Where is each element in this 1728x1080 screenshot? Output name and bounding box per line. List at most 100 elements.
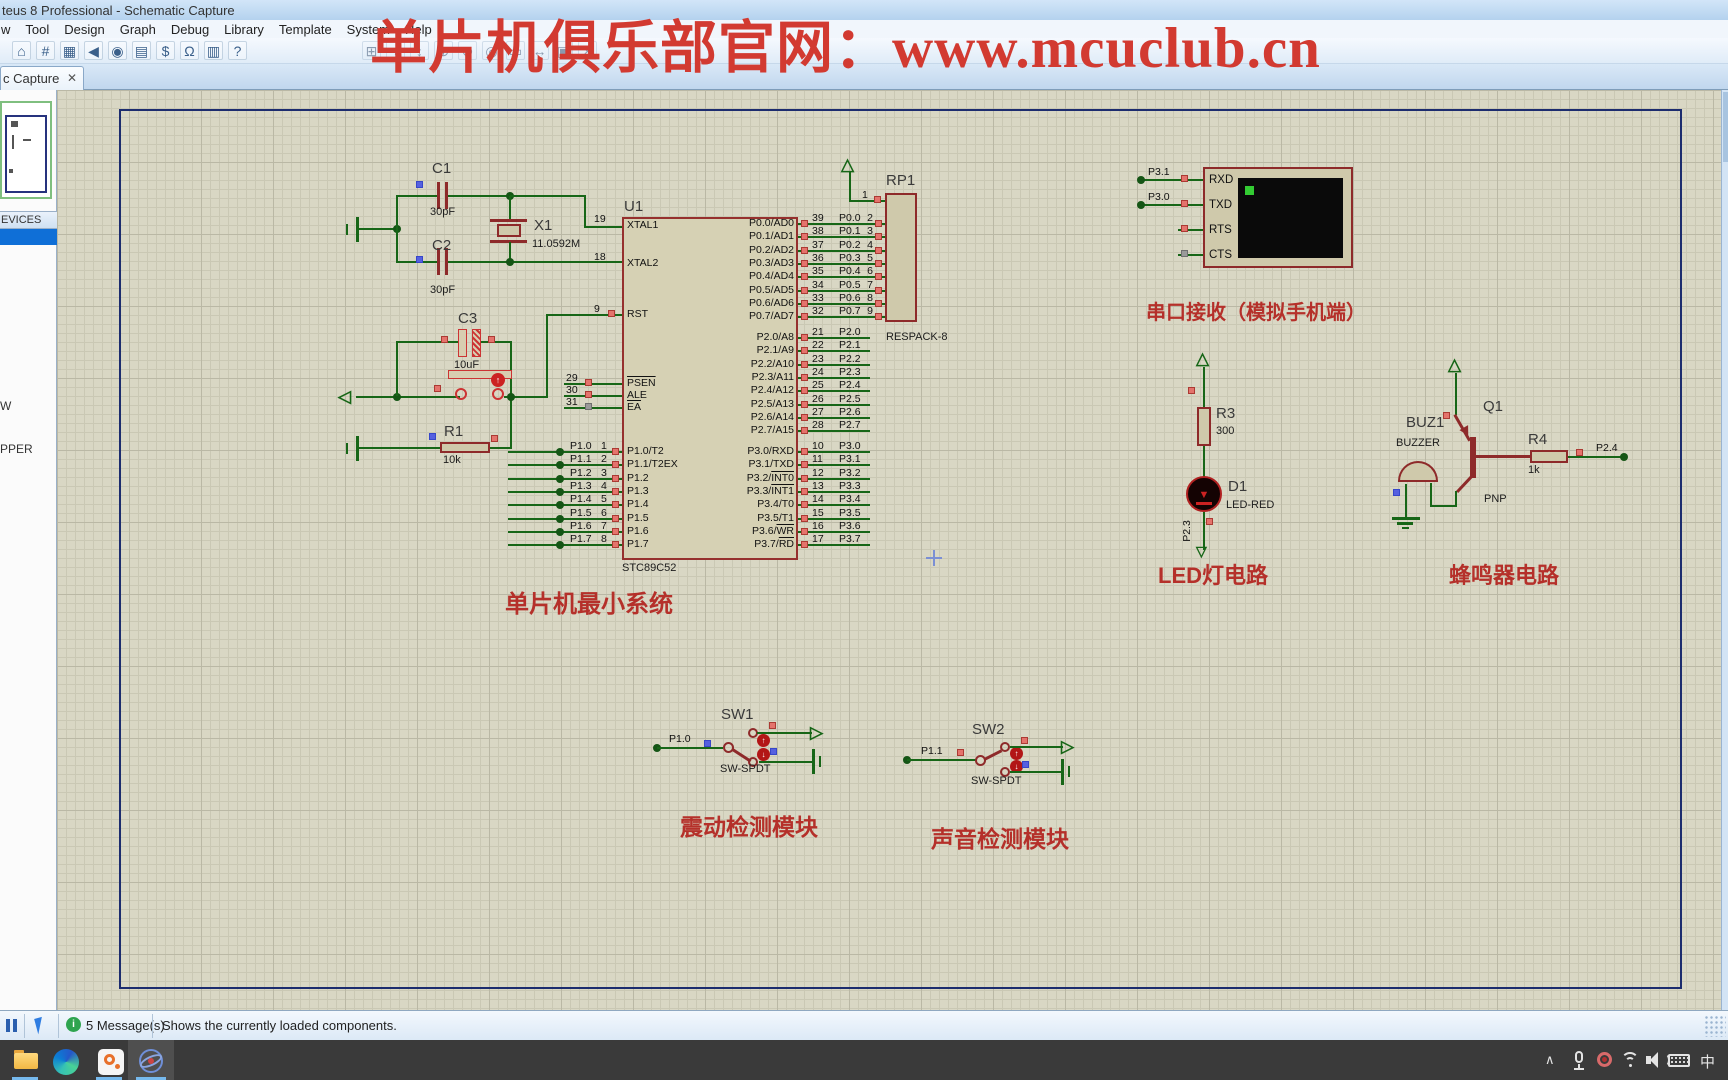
pin-row[interactable]: 24 P2.3	[798, 366, 878, 384]
pin-row[interactable]: 13 P3.3	[798, 480, 878, 498]
toolbar-icon[interactable]: +	[386, 41, 405, 60]
c1-ref[interactable]: C1	[432, 160, 452, 177]
c3-ref[interactable]: C3	[458, 310, 478, 327]
toolbar-icon[interactable]: $	[156, 41, 175, 60]
capacitor-c1[interactable]	[437, 182, 440, 209]
resistor-r1[interactable]	[440, 442, 490, 453]
message-count[interactable]: 5 Message(s)	[86, 1018, 165, 1033]
pin-row[interactable]: 11 P3.1	[798, 453, 878, 471]
pin-row[interactable]: P1.4 5	[508, 493, 622, 511]
q1-part[interactable]: PNP	[1484, 493, 1507, 505]
pin-row[interactable]: 28 P2.7	[798, 419, 878, 437]
toolbar-icon[interactable]: ?	[228, 41, 247, 60]
reset-button[interactable]	[455, 388, 467, 400]
toolbar-icon[interactable]: ◎	[482, 41, 501, 60]
menu-item[interactable]: Library	[224, 21, 264, 37]
pin-row[interactable]: 34 P0.5	[798, 279, 888, 297]
pin-row[interactable]: P1.1 2	[508, 453, 622, 471]
toolbar-icon[interactable]: ▥	[204, 41, 223, 60]
pin-row[interactable]: P1.2 3	[508, 467, 622, 485]
menu-item[interactable]: w	[1, 21, 11, 37]
resistor-r3[interactable]	[1197, 407, 1211, 446]
crystal-x1[interactable]	[490, 240, 527, 243]
toolbar-icon[interactable]: Ω	[180, 41, 199, 60]
resistor-r4[interactable]	[1530, 450, 1568, 463]
pin-row[interactable]: P1.5 6	[508, 507, 622, 525]
x1-value[interactable]: 11.0592M	[532, 238, 581, 250]
menu-item[interactable]: Graph	[119, 21, 156, 37]
switch-sw2[interactable]	[1000, 767, 1010, 777]
microphone-icon[interactable]	[1575, 1051, 1583, 1063]
reset-button[interactable]	[492, 388, 504, 400]
sw1-ref[interactable]: SW1	[721, 706, 754, 723]
pin-row[interactable]: P1.6 7	[508, 520, 622, 538]
vertical-scrollbar[interactable]	[1721, 90, 1728, 1010]
pin-row[interactable]: 32 P0.7	[798, 305, 888, 323]
tab-schematic-capture[interactable]: c Capture ✕	[0, 66, 84, 90]
menu-item[interactable]: Help	[405, 21, 432, 37]
toolbar-icon[interactable]: ▭	[506, 41, 525, 60]
switch-toggle-up[interactable]: ↑	[1010, 747, 1023, 760]
toolbar-icon[interactable]: ×	[578, 41, 597, 60]
capacitor-c3[interactable]	[472, 329, 481, 357]
switch-sw2[interactable]	[975, 755, 986, 766]
switch-toggle-down[interactable]: ↓	[1010, 760, 1023, 773]
pin-row[interactable]: 37 P0.2	[798, 239, 888, 257]
menu-item[interactable]: Tool	[25, 21, 50, 37]
menu-item[interactable]: Design	[64, 21, 105, 37]
c1-value[interactable]: 30pF	[430, 206, 456, 218]
toolbar-icon[interactable]: ⊕	[434, 41, 453, 60]
sw2-ref[interactable]: SW2	[972, 721, 1005, 738]
sw1-part[interactable]: SW-SPDT	[720, 763, 771, 775]
switch-sw1[interactable]	[723, 742, 734, 753]
pin-row[interactable]: P1.0 1	[508, 440, 622, 458]
r4-ref[interactable]: R4	[1528, 431, 1548, 448]
menu-item[interactable]: Debug	[170, 21, 210, 37]
crystal-x1[interactable]	[490, 219, 527, 222]
switch-sw1[interactable]	[748, 757, 758, 767]
toolbar-icon[interactable]: ▤	[132, 41, 151, 60]
schematic-overview-panel[interactable]	[0, 101, 52, 199]
transistor-q1[interactable]	[1470, 437, 1476, 478]
capacitor-c1[interactable]	[445, 182, 448, 209]
keyboard-icon[interactable]	[1668, 1054, 1690, 1067]
pin-row[interactable]: 36 P0.3	[798, 252, 888, 270]
capacitor-c3[interactable]	[458, 329, 467, 357]
device-list-item[interactable]: PPER	[0, 442, 33, 456]
ime-indicator[interactable]: 中	[1700, 1054, 1716, 1071]
title-bar[interactable]: teus 8 Professional - Schematic Capture	[0, 0, 1728, 20]
toolbar-icon[interactable]: ◀	[84, 41, 103, 60]
u1-part[interactable]: STC89C52	[622, 562, 677, 574]
toolbar-icon[interactable]: ⊞	[362, 41, 381, 60]
recorder-icon[interactable]	[1597, 1052, 1612, 1067]
r3-value[interactable]: 300	[1216, 425, 1235, 437]
pin-row[interactable]: 33 P0.6	[798, 292, 888, 310]
device-list-selected-row[interactable]	[0, 229, 57, 245]
pin-row[interactable]: 35 P0.4	[798, 265, 888, 283]
mcu-u1[interactable]	[622, 217, 798, 560]
crystal-x1[interactable]	[497, 224, 521, 237]
r1-ref[interactable]: R1	[444, 423, 464, 440]
d1-part[interactable]: LED-RED	[1226, 499, 1275, 511]
edge-browser-icon[interactable]	[53, 1049, 79, 1075]
capacitor-c2[interactable]	[437, 248, 440, 275]
r1-value[interactable]: 10k	[443, 454, 461, 466]
switch-toggle-up[interactable]: ↑	[757, 734, 770, 747]
tray-expand-icon[interactable]: ∧	[1545, 1052, 1555, 1067]
schematic-canvas[interactable]: C1 30pF X1 11.0592M C2 30pF 19 18 9	[57, 90, 1721, 1010]
c2-value[interactable]: 30pF	[430, 284, 456, 296]
sw2-part[interactable]: SW-SPDT	[971, 775, 1022, 787]
toolbar-icon[interactable]: ⌂	[12, 41, 31, 60]
pin-row[interactable]: 14 P3.4	[798, 493, 878, 511]
pin-row[interactable]: P1.7 8	[508, 533, 622, 551]
pin-row[interactable]: P1.3 4	[508, 480, 622, 498]
respack-rp1[interactable]	[885, 193, 917, 322]
pin-row[interactable]: 23 P2.2	[798, 353, 878, 371]
d1-ref[interactable]: D1	[1228, 478, 1248, 495]
pin-row[interactable]: 27 P2.6	[798, 406, 878, 424]
capacitor-c2[interactable]	[445, 248, 448, 275]
r3-ref[interactable]: R3	[1216, 405, 1236, 422]
reset-button[interactable]	[448, 370, 512, 379]
u1-ref[interactable]: U1	[624, 198, 644, 215]
pin-row[interactable]: 25 P2.4	[798, 379, 878, 397]
